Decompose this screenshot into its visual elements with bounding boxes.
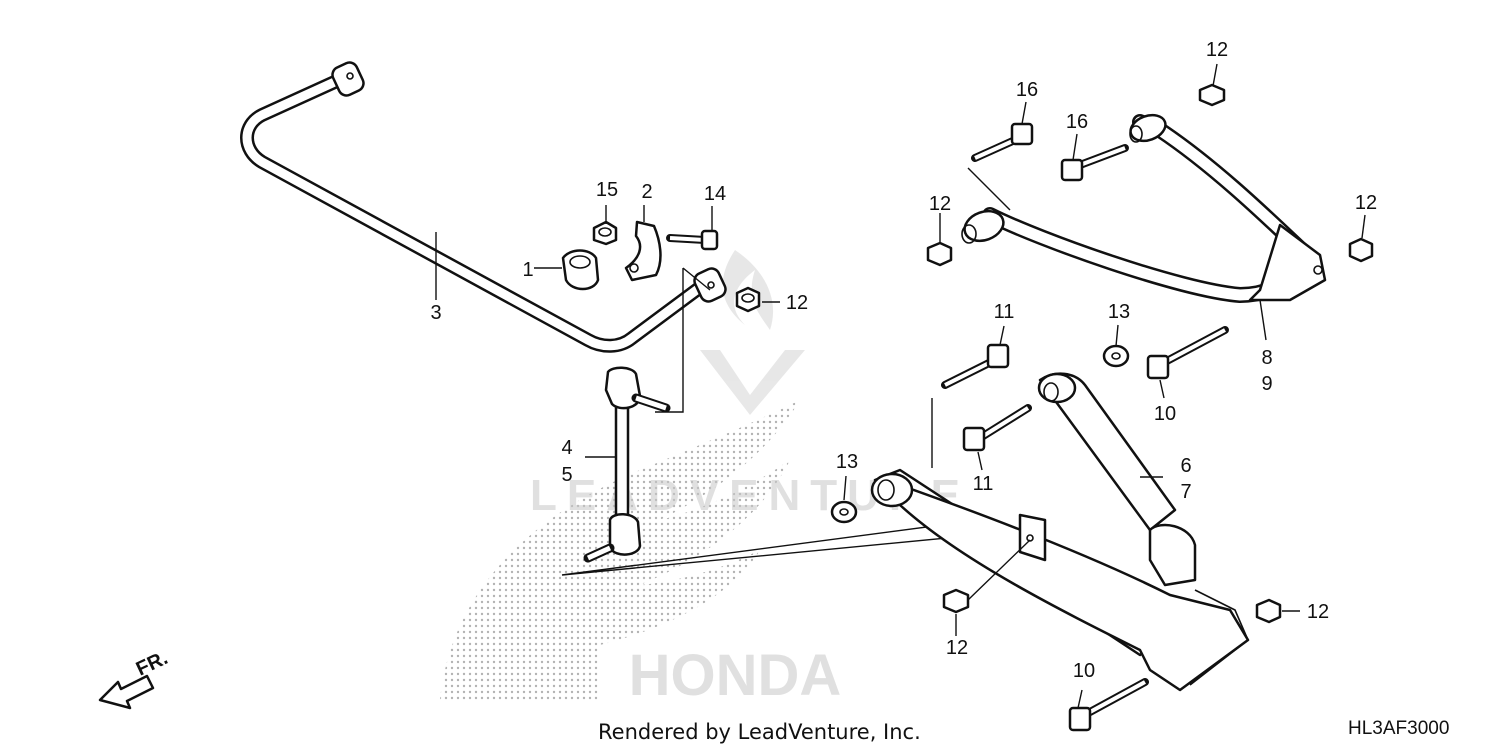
upper-arm-mount-bolt [1146, 326, 1229, 380]
upper-nut-top [1198, 83, 1226, 107]
leadventure-logo-watermark [700, 250, 805, 415]
callout-3: 3 [430, 302, 441, 324]
callout-15: 15 [596, 179, 618, 201]
lower-arm-bolt-a [941, 343, 1010, 389]
callout-2: 2 [641, 181, 652, 203]
callout-16-b: 16 [1066, 111, 1088, 133]
bushing-holder [624, 220, 662, 282]
washer-lower [830, 500, 858, 524]
callout-16-a: 16 [1016, 79, 1038, 101]
upper-arm-guide [967, 167, 1011, 211]
callout-11-upper: 11 [994, 301, 1015, 323]
callout-14: 14 [704, 183, 726, 205]
callout-10-upper: 10 [1154, 403, 1176, 425]
callout-12-left: 12 [929, 193, 951, 215]
holder-nut [592, 220, 618, 246]
callout-9: 9 [1261, 373, 1272, 395]
callout-5: 5 [561, 464, 572, 486]
callout-12-bar: 12 [786, 292, 808, 314]
upper-arm-bolt-a [971, 122, 1034, 162]
callout-11-lower: 11 [973, 473, 994, 495]
lower-nut-guide [967, 539, 1031, 601]
upper-nut-left [926, 241, 953, 267]
washer-upper [1102, 344, 1130, 368]
front-direction-label: FR. [133, 647, 171, 681]
lower-nut-left [942, 588, 970, 614]
callout-12-top: 12 [1206, 39, 1228, 61]
lower-arm-mount-bolt [1068, 678, 1149, 732]
upper-nut-right [1348, 237, 1374, 263]
lower-arm [870, 372, 1250, 692]
callout-12-right: 12 [1355, 192, 1377, 214]
holder-bolt [666, 229, 719, 251]
callout-12-lower-left: 12 [946, 637, 968, 659]
callout-13-lower: 13 [836, 451, 858, 473]
callout-7: 7 [1180, 481, 1191, 503]
stabilizer-link [583, 366, 671, 563]
callout-12-lower-right: 12 [1307, 601, 1329, 623]
callout-labels: 3 1 2 15 14 12 4 5 6 7 8 9 10 10 11 11 1… [430, 39, 1377, 682]
diagram-code: HL3AF3000 [1348, 718, 1450, 739]
leader-lines [435, 63, 1366, 709]
callout-1: 1 [522, 259, 533, 281]
callout-8: 8 [1261, 347, 1272, 369]
stabilizer-bar [240, 61, 727, 353]
callout-6: 6 [1180, 455, 1191, 477]
honda-watermark-text: HONDA [629, 643, 842, 708]
callout-4: 4 [561, 437, 572, 459]
bar-nut [735, 286, 761, 313]
callout-13-upper: 13 [1108, 301, 1130, 323]
render-credit: Rendered by LeadVenture, Inc. [598, 720, 921, 744]
upper-arm-bolt-b [1060, 144, 1129, 182]
upper-arm [961, 113, 1327, 304]
lower-arm-bolt-b [962, 404, 1032, 452]
front-direction-arrow: FR. [98, 647, 171, 710]
lower-nut-right [1255, 598, 1282, 624]
bushing [561, 249, 600, 291]
callout-10-lower: 10 [1073, 660, 1095, 682]
